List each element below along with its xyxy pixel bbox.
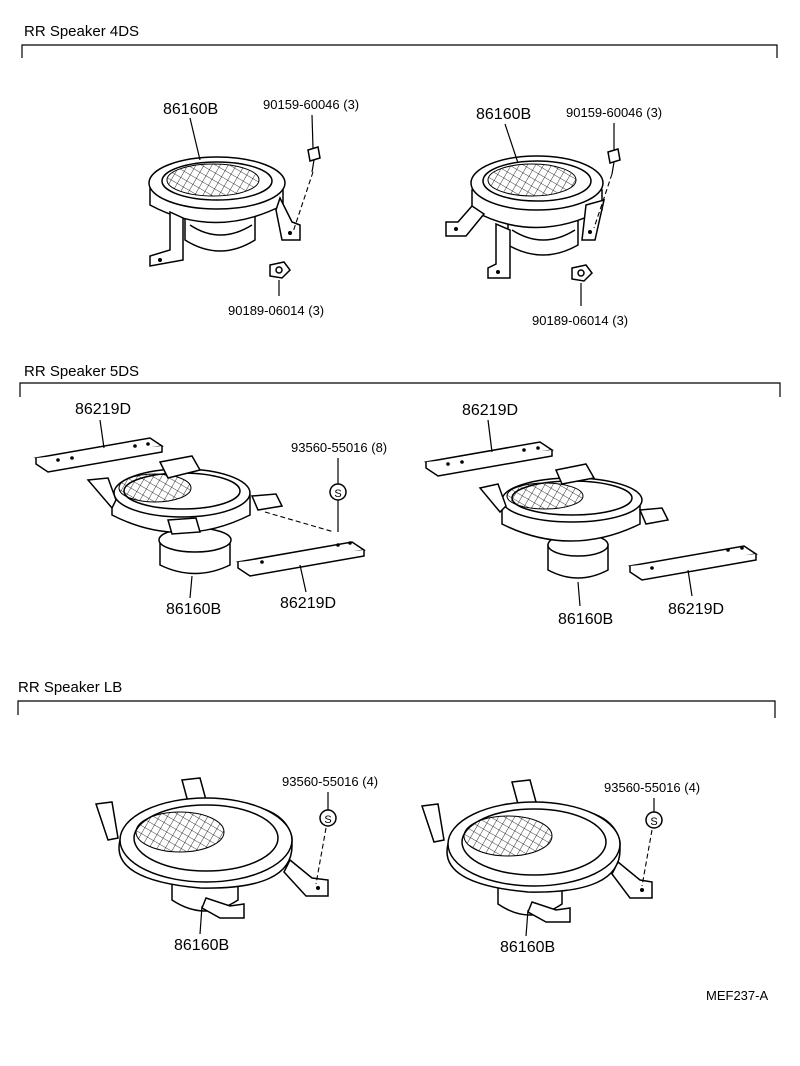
bracket-5ds-top-left xyxy=(34,437,164,473)
speaker-5ds-left xyxy=(86,455,284,575)
screw-lb-right: S xyxy=(641,811,663,887)
speaker-4ds-right xyxy=(445,155,606,279)
label-bracket-5ds-bottom-left: 86219D xyxy=(280,595,336,612)
label-bracket-5ds-top-left: 86219D xyxy=(75,401,131,418)
section-lb: RR Speaker LB S 93560-55016 (4) 86160B xyxy=(17,679,776,956)
section-4ds: RR Speaker 4DS 86160B 90159-60046 xyxy=(21,23,778,328)
section-5ds: RR Speaker 5DS S xyxy=(19,363,781,628)
label-screw-4ds-right: 90159-60046 (3) xyxy=(566,105,662,120)
speaker-4ds-left xyxy=(148,156,301,267)
label-speaker-5ds-left: 86160B xyxy=(166,601,221,618)
speaker-lb-right xyxy=(420,779,653,923)
bracket-5ds-top-right xyxy=(424,441,554,477)
label-speaker-lb-left: 86160B xyxy=(174,937,229,954)
label-screw-5ds-left: 93560-55016 (8) xyxy=(291,440,387,455)
bracket-5ds-bottom-left xyxy=(236,541,366,577)
label-speaker-5ds-right: 86160B xyxy=(558,611,613,628)
section-bracket-lb xyxy=(17,700,776,718)
screw-symbol: S xyxy=(334,488,341,500)
label-screw-lb-left: 93560-55016 (4) xyxy=(282,774,378,789)
label-speaker-4ds-left: 86160B xyxy=(163,101,218,118)
label-speaker-4ds-right: 86160B xyxy=(476,106,531,123)
screw-4ds-right xyxy=(593,148,621,229)
figure-code: MEF237-A xyxy=(706,988,768,1003)
section-bracket-4ds xyxy=(21,44,778,58)
speaker-5ds-right xyxy=(478,463,670,579)
section-title-5ds: RR Speaker 5DS xyxy=(24,363,139,380)
section-bracket-5ds xyxy=(19,382,781,397)
section-title-4ds: RR Speaker 4DS xyxy=(24,23,139,40)
speaker-lb-left xyxy=(94,777,329,919)
screw-5ds-left: S xyxy=(264,483,347,533)
label-screw-lb-right: 93560-55016 (4) xyxy=(604,780,700,795)
label-bracket-5ds-top-right: 86219D xyxy=(462,402,518,419)
label-bracket-5ds-bottom-right: 86219D xyxy=(668,601,724,618)
label-screw-4ds-left: 90159-60046 (3) xyxy=(263,97,359,112)
screw-lb-left: S xyxy=(315,809,337,885)
label-nut-4ds-left: 90189-06014 (3) xyxy=(228,303,324,318)
label-speaker-lb-right: 86160B xyxy=(500,939,555,956)
screw-symbol: S xyxy=(650,816,657,828)
screw-symbol: S xyxy=(324,814,331,826)
label-nut-4ds-right: 90189-06014 (3) xyxy=(532,313,628,328)
screw-4ds-left xyxy=(292,146,321,233)
nut-4ds-right xyxy=(571,264,593,306)
section-title-lb: RR Speaker LB xyxy=(18,679,122,696)
nut-4ds-left xyxy=(269,261,291,296)
bracket-5ds-bottom-right xyxy=(628,545,758,581)
